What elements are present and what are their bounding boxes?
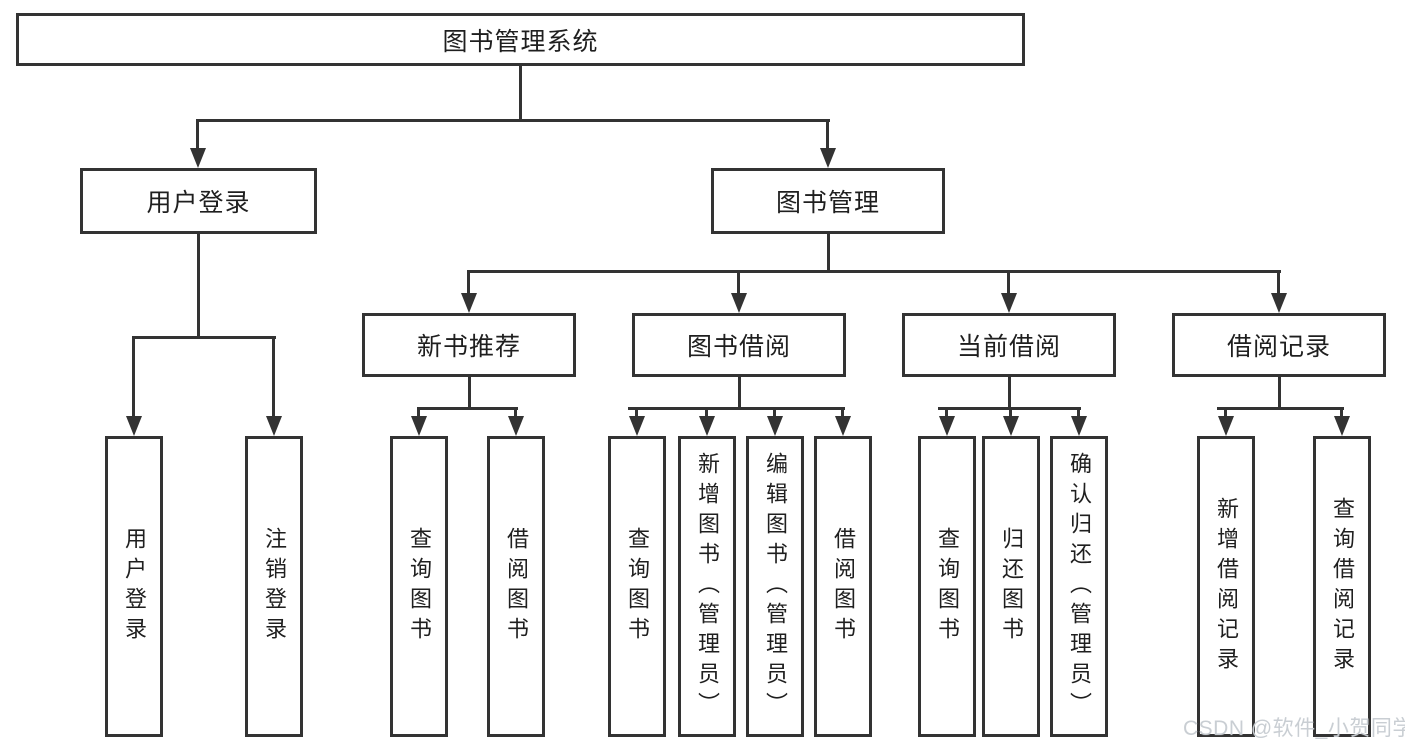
node-label: 查询图书 xyxy=(935,526,960,647)
connector-borrow-bus xyxy=(628,407,845,410)
arrow-to-borrow xyxy=(731,270,747,313)
arrow-to-query-book xyxy=(629,407,645,436)
node-leaf-return-book: 归还图书 xyxy=(982,436,1040,737)
node-label: 图书借阅 xyxy=(686,333,791,361)
arrow-to-query-record xyxy=(1334,407,1350,436)
connector-current-stem xyxy=(1008,377,1011,409)
node-label: 借阅记录 xyxy=(1226,333,1331,361)
node-label: 图书管理 xyxy=(775,189,880,217)
node-leaf-logout: 注销登录 xyxy=(245,436,303,737)
node-root-library-system: 图书管理系统 xyxy=(16,13,1025,66)
node-label: 借阅图书 xyxy=(831,526,856,647)
connector-user-login-bus xyxy=(133,336,276,339)
node-label: 用户登录 xyxy=(146,189,251,217)
arrow-to-add-book xyxy=(699,407,715,436)
arrow-to-login xyxy=(126,336,142,436)
node-leaf-query-book: 查询图书 xyxy=(390,436,448,737)
connector-new-rec-bus xyxy=(418,407,518,410)
node-leaf-query-borrow-record: 查询借阅记录 xyxy=(1313,436,1371,737)
arrow-to-query-book xyxy=(411,407,427,436)
arrow-to-logout xyxy=(266,336,282,436)
node-label: 查询图书 xyxy=(407,526,432,647)
arrow-to-borrow-book xyxy=(835,407,851,436)
arrow-to-edit-book xyxy=(767,407,783,436)
node-label: 新增图书（管理员） xyxy=(695,451,720,722)
node-leaf-query-book: 查询图书 xyxy=(918,436,976,737)
node-leaf-confirm-return-admin: 确认归还（管理员） xyxy=(1050,436,1108,737)
connector-new-rec-stem xyxy=(468,377,471,409)
connector-records-bus xyxy=(1217,407,1344,410)
node-label: 编辑图书（管理员） xyxy=(763,451,788,722)
arrow-to-query-book xyxy=(939,407,955,436)
node-leaf-query-book: 查询图书 xyxy=(608,436,666,737)
node-label: 当前借阅 xyxy=(956,333,1061,361)
arrow-to-book-mgmt xyxy=(820,119,836,168)
connector-level3-bus xyxy=(468,270,1281,273)
node-current-borrow: 当前借阅 xyxy=(902,313,1116,377)
node-borrow-records: 借阅记录 xyxy=(1172,313,1386,377)
arrow-to-confirm-return xyxy=(1071,407,1087,436)
connector-book-mgmt-stem xyxy=(827,234,830,272)
connector-root-stem xyxy=(519,66,522,122)
node-leaf-user-login: 用户登录 xyxy=(105,436,163,737)
node-label: 借阅图书 xyxy=(504,526,529,647)
connector-records-stem xyxy=(1278,377,1281,409)
arrow-to-add-record xyxy=(1218,407,1234,436)
node-label: 图书管理系统 xyxy=(442,27,599,56)
node-leaf-borrow-book: 借阅图书 xyxy=(814,436,872,737)
node-label: 注销登录 xyxy=(262,526,287,647)
node-new-book-recommend: 新书推荐 xyxy=(362,313,576,377)
node-leaf-add-book-admin: 新增图书（管理员） xyxy=(678,436,736,737)
node-label: 用户登录 xyxy=(122,526,147,647)
node-leaf-borrow-book: 借阅图书 xyxy=(487,436,545,737)
arrow-to-current xyxy=(1001,270,1017,313)
node-label: 查询图书 xyxy=(625,526,650,647)
connector-borrow-stem xyxy=(738,377,741,409)
arrow-to-user-login xyxy=(190,119,206,168)
node-leaf-add-borrow-record: 新增借阅记录 xyxy=(1197,436,1255,737)
connector-user-login-stem xyxy=(197,234,200,338)
node-book-management: 图书管理 xyxy=(711,168,945,234)
node-book-borrow: 图书借阅 xyxy=(632,313,846,377)
node-user-login: 用户登录 xyxy=(80,168,317,234)
node-leaf-edit-book-admin: 编辑图书（管理员） xyxy=(746,436,804,737)
arrow-to-borrow-book xyxy=(508,407,524,436)
connector-level2-bus xyxy=(197,119,830,122)
node-label: 查询借阅记录 xyxy=(1330,496,1355,677)
node-label: 归还图书 xyxy=(999,526,1024,647)
node-label: 新书推荐 xyxy=(416,333,521,361)
arrow-to-records xyxy=(1271,270,1287,313)
arrow-to-return-book xyxy=(1003,407,1019,436)
node-label: 确认归还（管理员） xyxy=(1067,451,1092,722)
node-label: 新增借阅记录 xyxy=(1214,496,1239,677)
arrow-to-new-rec xyxy=(461,270,477,313)
csdn-watermark: CSDN @软件_小贺同学 xyxy=(1183,717,1405,740)
